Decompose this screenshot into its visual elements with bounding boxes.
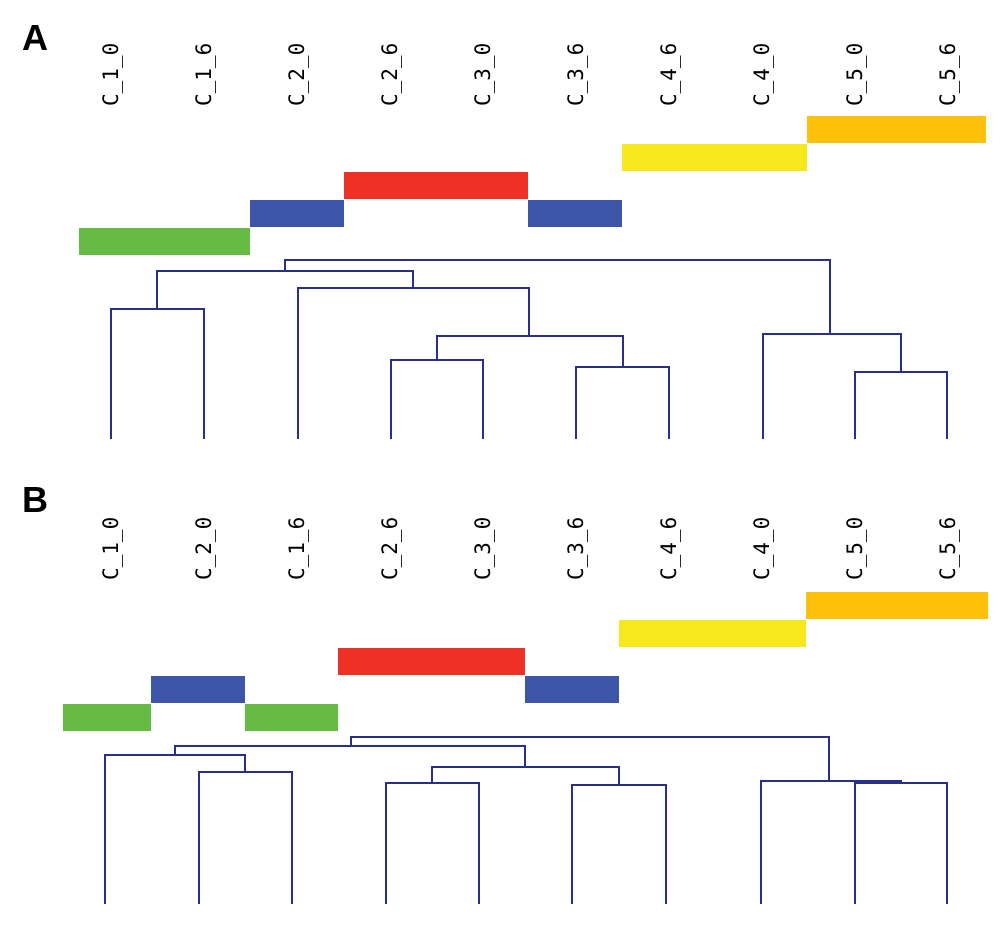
leaf-label: C_5_0 [843, 43, 867, 106]
dendrogram-link [284, 259, 831, 335]
green-group-bar [245, 704, 338, 731]
blue-group-bar [525, 676, 619, 703]
leaf-label: C_1_0 [99, 517, 123, 580]
dendrogram-link [854, 371, 948, 439]
dendrogram-link [390, 359, 484, 439]
leaf-label: C_3_0 [471, 517, 495, 580]
dendrogram-link [156, 270, 414, 310]
yellow-group-bar [619, 620, 806, 647]
dendrogram-link [854, 782, 948, 904]
leaf-label: C_3_6 [564, 43, 588, 106]
blue-group-bar [151, 676, 245, 703]
leaf-label: C_4_6 [657, 517, 681, 580]
dendrogram-link [174, 745, 526, 768]
dendrogram-link [571, 784, 667, 904]
panel-b-group-bars [63, 592, 988, 731]
red-group-bar [344, 172, 528, 199]
orange-group-bar [806, 592, 988, 619]
blue-group-bar [528, 200, 622, 227]
red-group-bar [338, 648, 525, 675]
leaf-label: C_2_0 [285, 43, 309, 106]
dendrogram-link [436, 335, 624, 368]
dendrogram-link [104, 754, 246, 904]
panel-b-leaf-labels: C_1_0 C_2_0 C_1_6 C_2_6 C_3_0 C_3_6 C_4_6 C_4_0… [99, 517, 960, 580]
dendrogram-link [385, 782, 480, 904]
dendrogram-link [575, 366, 670, 439]
leaf-label: C_5_6 [936, 43, 960, 106]
leaf-label: C_2_0 [192, 517, 216, 580]
yellow-group-bar [622, 144, 807, 171]
dendrogram-link [198, 771, 293, 904]
panel-b: B C_1_0 C_2_0 C_1_6 C_2_6 C_3_0 C_3_6 C_4_6 C_4… [22, 479, 988, 904]
panel-a-letter: A [22, 17, 48, 58]
leaf-label: C_5_0 [843, 517, 867, 580]
leaf-label: C_1_6 [192, 43, 216, 106]
panel-a-group-bars [79, 116, 986, 255]
panel-a-leaf-labels: C_1_0 C_1_6 C_2_0 C_2_6 C_3_0 C_3_6 C_4_6 C_4_0… [99, 43, 960, 106]
green-group-bar [79, 228, 250, 255]
green-group-bar [63, 704, 151, 731]
orange-group-bar [807, 116, 986, 143]
blue-group-bar [250, 200, 344, 227]
dendrogram-link [350, 736, 830, 782]
leaf-label: C_4_0 [750, 43, 774, 106]
leaf-label: C_4_0 [750, 517, 774, 580]
dendrogram-link [760, 780, 902, 904]
panel-b-letter: B [22, 479, 48, 520]
leaf-label: C_3_0 [471, 43, 495, 106]
dendrogram-link [297, 287, 530, 439]
leaf-label: C_5_6 [936, 517, 960, 580]
leaf-label: C_2_6 [378, 517, 402, 580]
leaf-label: C_1_0 [99, 43, 123, 106]
panel-b-dendrogram [104, 736, 948, 904]
dendrogram-link [762, 333, 902, 439]
panel-a: A C_1_0 C_1_6 C_2_0 C_2_6 C_3_0 C_3_6 C_4_6 C_4… [22, 17, 986, 439]
leaf-label: C_4_6 [657, 43, 681, 106]
panel-a-dendrogram [110, 259, 948, 439]
dendrogram-link [110, 308, 205, 439]
leaf-label: C_1_6 [285, 517, 309, 580]
leaf-label: C_3_6 [564, 517, 588, 580]
leaf-label: C_2_6 [378, 43, 402, 106]
